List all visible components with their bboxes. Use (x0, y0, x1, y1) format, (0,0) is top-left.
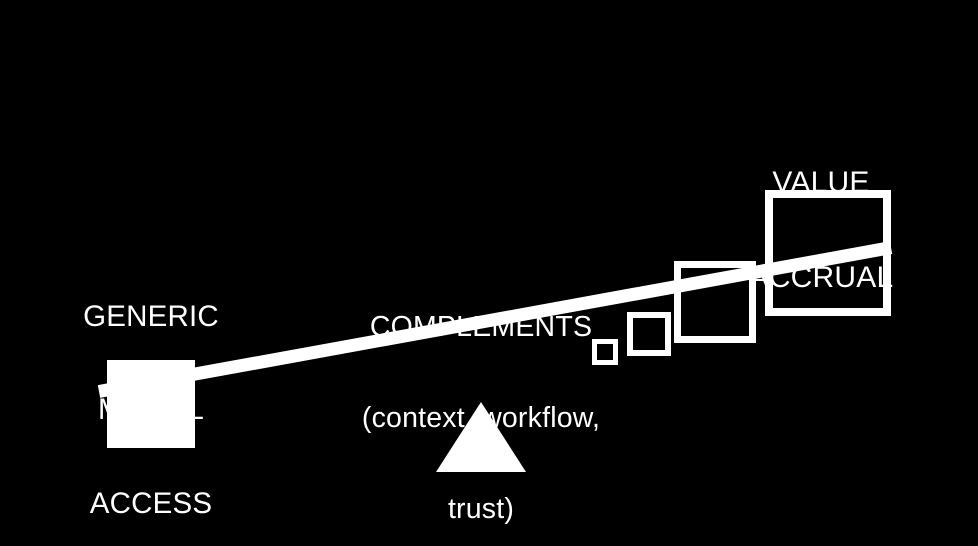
value-block-medium (627, 312, 671, 356)
label-complements-line3: trust) (447, 492, 515, 525)
value-block-large (674, 261, 756, 343)
label-generic-model-access-line3: ACCESS (89, 487, 213, 521)
value-block-small (592, 339, 618, 365)
fulcrum-triangle (436, 402, 526, 472)
label-generic-model-access-line1: GENERIC (83, 299, 219, 333)
